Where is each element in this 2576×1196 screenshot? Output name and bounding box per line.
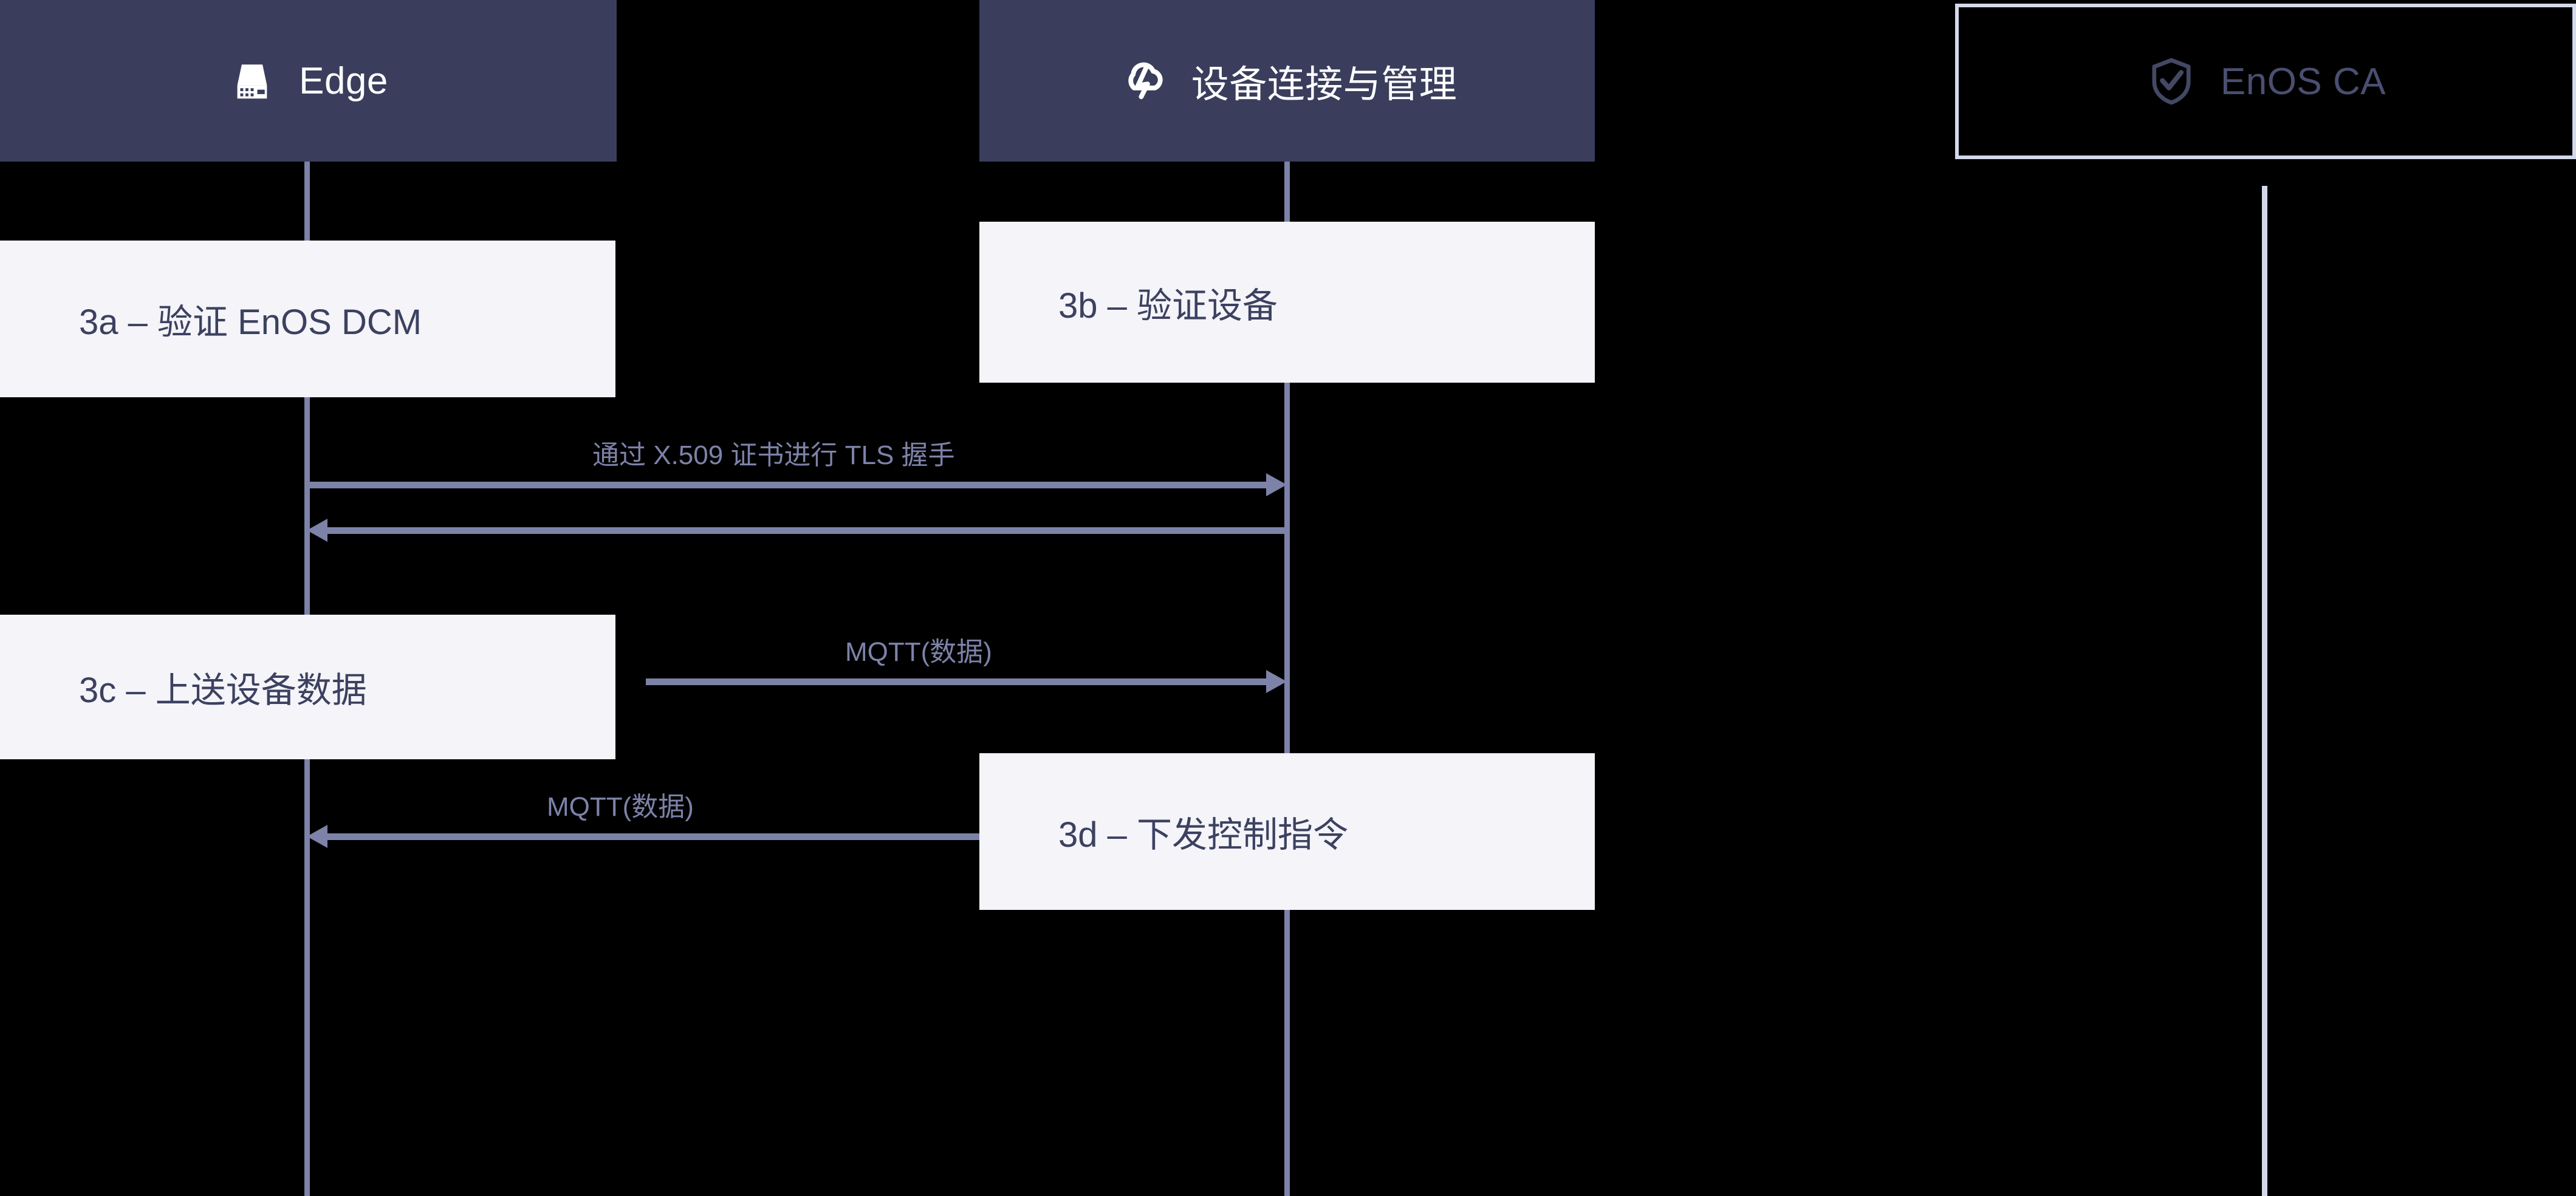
message-label-mqtt-downlink: MQTT(数据): [547, 792, 694, 822]
participant-label-dcm: 设备连接与管理: [1191, 64, 1458, 106]
action-box-3a[interactable]: 3a – 验证 EnOS DCM: [0, 241, 615, 397]
message-label-tls-request: 通过 X.509 证书进行 TLS 握手: [592, 440, 955, 470]
action-box-3b[interactable]: 3b – 验证设备: [979, 222, 1595, 383]
participant-label-edge: Edge: [299, 60, 388, 102]
edge-gateway-icon: [228, 57, 276, 104]
arrow-head-right: [1266, 473, 1287, 496]
participant-edge[interactable]: Edge: [0, 0, 617, 162]
action-label-3c: 3c – 上送设备数据: [79, 671, 367, 710]
lifeline-dcm: [1284, 162, 1290, 1196]
action-label-3d: 3d – 下发控制指令: [1058, 815, 1348, 855]
participant-dcm[interactable]: 设备连接与管理: [979, 0, 1595, 162]
arrow-shaft: [327, 527, 1287, 534]
arrow-head-right: [1266, 670, 1287, 693]
lifeline-enos-ca: [2262, 186, 2267, 1196]
arrow-shaft: [327, 833, 979, 840]
action-box-3d[interactable]: 3d – 下发控制指令: [979, 753, 1595, 910]
action-box-3c[interactable]: 3c – 上送设备数据: [0, 615, 615, 759]
arrow-shaft: [307, 482, 1267, 488]
action-label-3b: 3b – 验证设备: [1058, 285, 1278, 326]
action-label-3a: 3a – 验证 EnOS DCM: [79, 302, 422, 342]
arrow-head-left: [307, 519, 327, 542]
cloud-connection-icon: [1117, 55, 1168, 106]
arrow-head-left: [307, 825, 327, 848]
shield-check-icon: [2145, 55, 2197, 108]
participant-label-enos-ca: EnOS CA: [2220, 60, 2386, 103]
message-label-mqtt-uplink: MQTT(数据): [845, 637, 992, 667]
arrow-shaft: [646, 678, 1267, 685]
participant-enos-ca[interactable]: EnOS CA: [1955, 4, 2576, 159]
